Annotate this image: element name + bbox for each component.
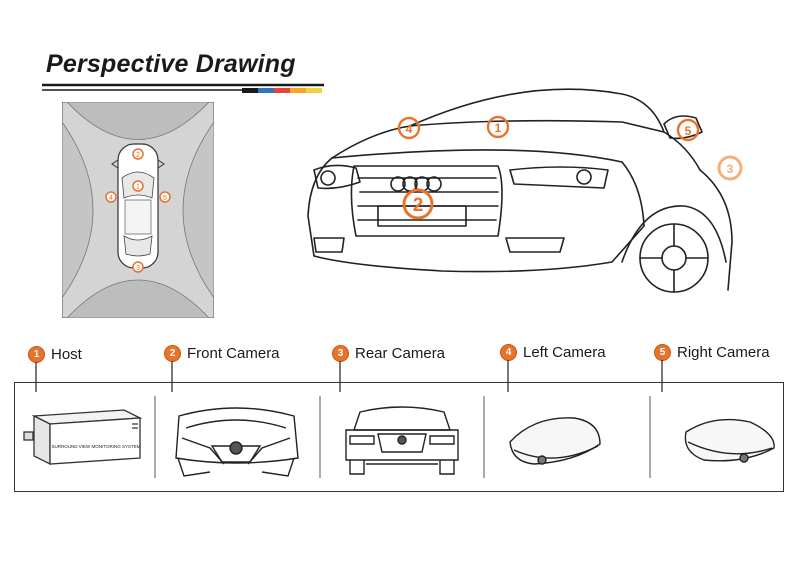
left-view-lobe [62,121,94,299]
svg-text:5: 5 [163,195,167,202]
callout-host: 1 Host [28,346,82,363]
stripe-2 [258,88,274,93]
callout-left-camera: 4 Left Camera [500,344,606,361]
stripe-1 [242,88,258,93]
rear-camera-illustration [345,406,459,475]
callout-front-camera: 2 Front Camera [164,345,280,362]
car-marker-1: 1 [486,115,510,139]
svg-text:4: 4 [406,122,413,136]
components-illustrations: SURROUND VIEW MONITORING SYSTEM [23,396,775,478]
car-marker-4: 4 [397,116,421,140]
svg-text:1: 1 [136,184,140,191]
stripe-4 [290,88,306,93]
svg-text:2: 2 [136,152,140,159]
top-marker-5: 5 [159,191,171,203]
car-top-view [111,143,165,269]
callout-label: Front Camera [187,345,280,362]
callout-label: Host [51,346,82,363]
svg-text:3: 3 [727,162,734,176]
svg-text:SURROUND VIEW MONITORING SYSTE: SURROUND VIEW MONITORING SYSTEM [52,444,141,449]
svg-text:2: 2 [413,195,424,216]
svg-text:1: 1 [495,121,502,135]
top-marker-3: 3 [132,261,144,273]
car-perspective-drawing: 4 1 2 5 3 [307,88,743,293]
top-view-diagram: 2 1 4 5 3 [62,102,214,318]
right-view-lobe [182,121,214,299]
top-marker-1: 1 [132,180,144,192]
stripe-3 [274,88,290,93]
front-view-lobe [66,102,210,140]
callout-rear-camera: 3 Rear Camera [332,345,445,362]
page-title: Perspective Drawing [46,50,296,78]
right-camera-illustration [684,418,775,463]
front-camera-illustration [175,407,299,477]
top-marker-4: 4 [105,191,117,203]
rear-view-lobe [66,279,210,318]
callout-label: Rear Camera [355,345,446,362]
stripe-5 [306,88,322,93]
svg-text:3: 3 [136,265,140,272]
number-badge: 2 [164,345,181,362]
host-device: SURROUND VIEW MONITORING SYSTEM [23,409,143,466]
car-marker-2: 2 [402,188,434,220]
left-camera-illustration [509,417,601,465]
callout-label: Right Camera [677,344,770,361]
car-marker-3: 3 [717,155,743,181]
callout-label: Left Camera [523,344,606,361]
components-panel [14,382,784,492]
title-underline [42,83,324,93]
svg-text:4: 4 [109,195,113,202]
svg-text:5: 5 [685,124,692,138]
top-marker-2: 2 [132,148,144,160]
car-marker-5: 5 [676,118,700,142]
